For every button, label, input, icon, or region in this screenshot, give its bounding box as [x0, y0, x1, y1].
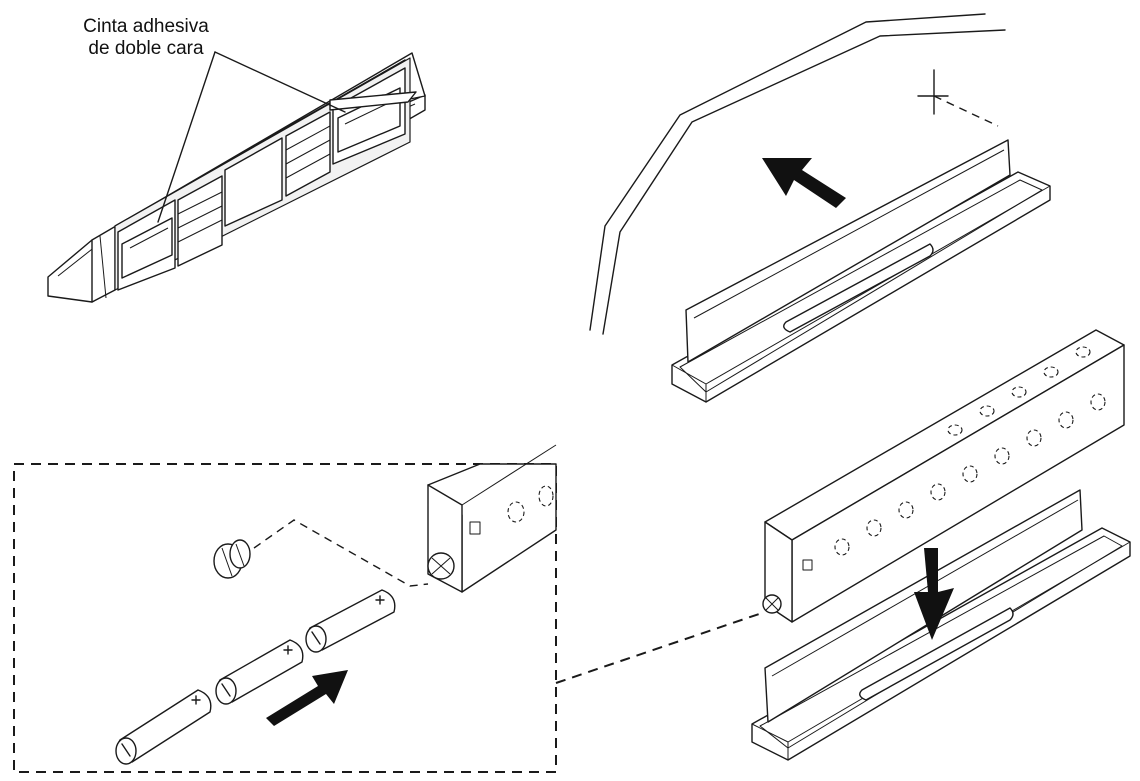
arrow-down-icon [914, 548, 954, 640]
arrow-up-left-icon [762, 158, 846, 208]
arrow-up-right-icon [266, 670, 348, 726]
holder-wall-mount-view [589, 13, 1051, 403]
battery-1 [115, 689, 212, 765]
callout-line-1: Cinta adhesiva [83, 16, 209, 37]
adhesive-tape-callout: Cinta adhesiva de doble cara [46, 16, 246, 60]
battery-2 [215, 639, 304, 705]
battery-bar-insertion-view [555, 329, 1131, 761]
battery-inset [13, 444, 557, 773]
callout-line-2: de doble cara [88, 38, 204, 59]
holder-back-view [47, 51, 426, 303]
battery-3 [305, 589, 396, 653]
screw-cap [213, 539, 251, 579]
